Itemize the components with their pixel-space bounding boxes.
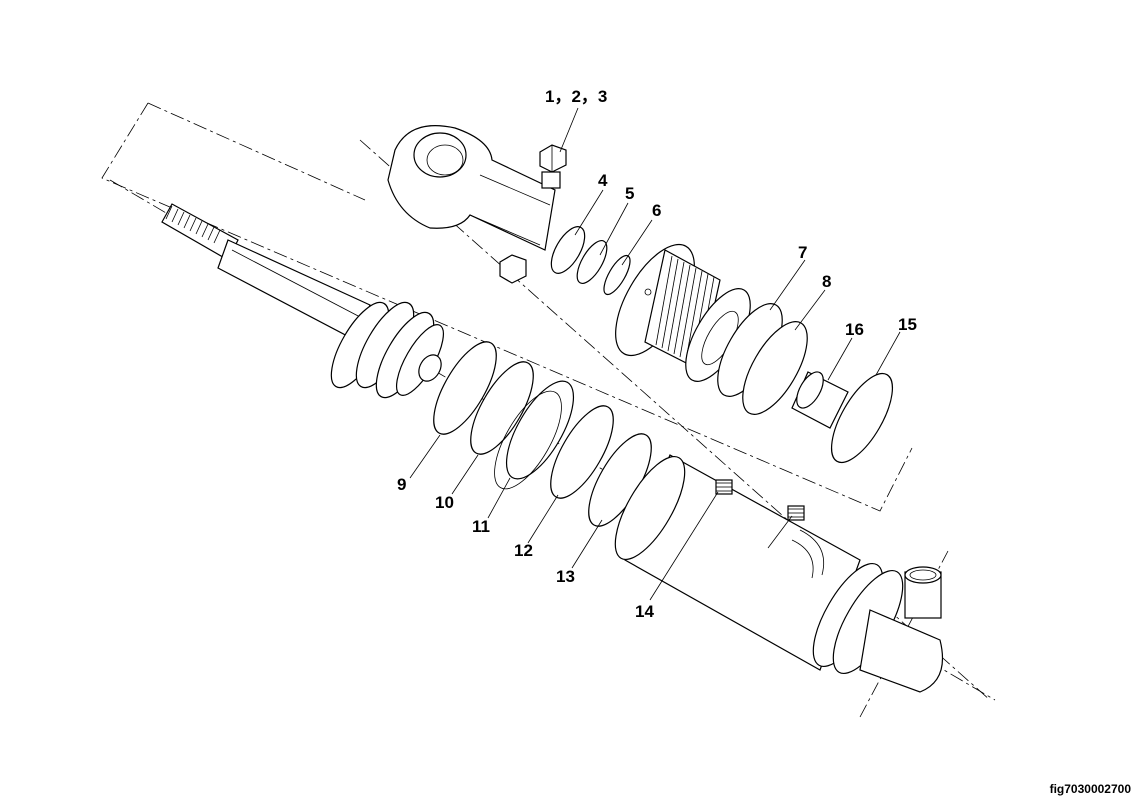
rod-eye	[387, 125, 556, 251]
part-10-ring	[470, 361, 534, 455]
gland	[615, 243, 751, 382]
base-clevis	[859, 566, 944, 693]
part-5-seal	[576, 240, 608, 284]
part-11-bushing	[494, 380, 575, 490]
callout-10: 10	[435, 493, 454, 512]
part-16-bushing	[791, 371, 849, 429]
grease-fitting	[499, 144, 567, 284]
part-4-seal	[550, 226, 586, 274]
part-15-oring	[830, 372, 894, 464]
callout-4: 4	[598, 171, 608, 190]
callout-14: 14	[635, 602, 654, 621]
assembly-outline	[101, 102, 913, 512]
piston-rod	[161, 203, 371, 341]
callout-16: 16	[845, 320, 864, 339]
upper-centerline	[147, 102, 366, 201]
callout-8: 8	[822, 272, 831, 291]
callout-1-2-3: 1，2，3	[545, 87, 607, 106]
callout-5: 5	[625, 184, 634, 203]
callout-15: 15	[898, 315, 917, 334]
piston-head	[330, 301, 444, 399]
part-12-ring	[550, 405, 614, 499]
callout-7: 7	[798, 243, 807, 262]
part-9-ring	[433, 341, 497, 435]
callout-11: 11	[472, 517, 490, 536]
callout-6: 6	[652, 201, 661, 220]
figure-id: fig7030002700	[1049, 782, 1131, 796]
callout-12: 12	[514, 541, 533, 560]
leader-lines	[409, 107, 901, 601]
part-8-seal	[742, 321, 808, 415]
callout-9: 9	[397, 475, 406, 494]
callout-13: 13	[556, 567, 575, 586]
